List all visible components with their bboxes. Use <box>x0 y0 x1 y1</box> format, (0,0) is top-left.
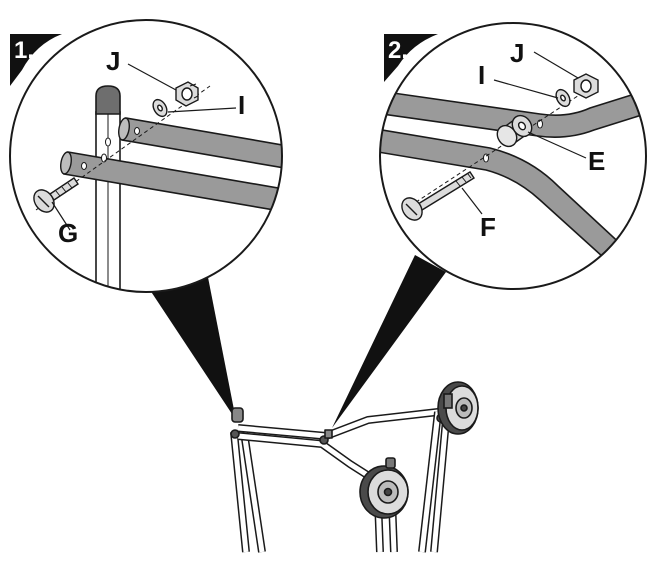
nut-j-2 <box>573 73 599 99</box>
leader-lines-1 <box>51 63 237 231</box>
label-i-2: I <box>478 60 485 90</box>
tube-upper-2 <box>380 84 646 138</box>
nut-j <box>175 81 199 107</box>
label-i-1: I <box>238 90 245 120</box>
label-f-2: F <box>480 212 496 242</box>
label-g-1: G <box>58 218 78 248</box>
step-number-2: 2. <box>388 37 408 64</box>
callout-pointer-2 <box>332 255 446 428</box>
washer-i <box>152 98 168 118</box>
spacer-e <box>496 114 533 148</box>
wheel-front <box>359 457 409 519</box>
step-badge-2: 2. <box>384 34 438 82</box>
label-j-2: J <box>510 38 524 68</box>
bolt-g <box>33 177 79 213</box>
step-badge-1: 1. <box>10 34 62 86</box>
wheel-rear <box>437 381 479 435</box>
handle-assembly <box>230 407 450 553</box>
bolt-f <box>401 171 475 221</box>
step-number-1: 1. <box>14 37 34 64</box>
leader-lines-2 <box>461 51 587 215</box>
callout-circle-1 <box>9 19 283 293</box>
washer-i-2 <box>555 88 571 108</box>
label-e-2: E <box>588 146 605 176</box>
callout-pointer-1 <box>146 262 236 420</box>
label-j-1: J <box>106 46 120 76</box>
